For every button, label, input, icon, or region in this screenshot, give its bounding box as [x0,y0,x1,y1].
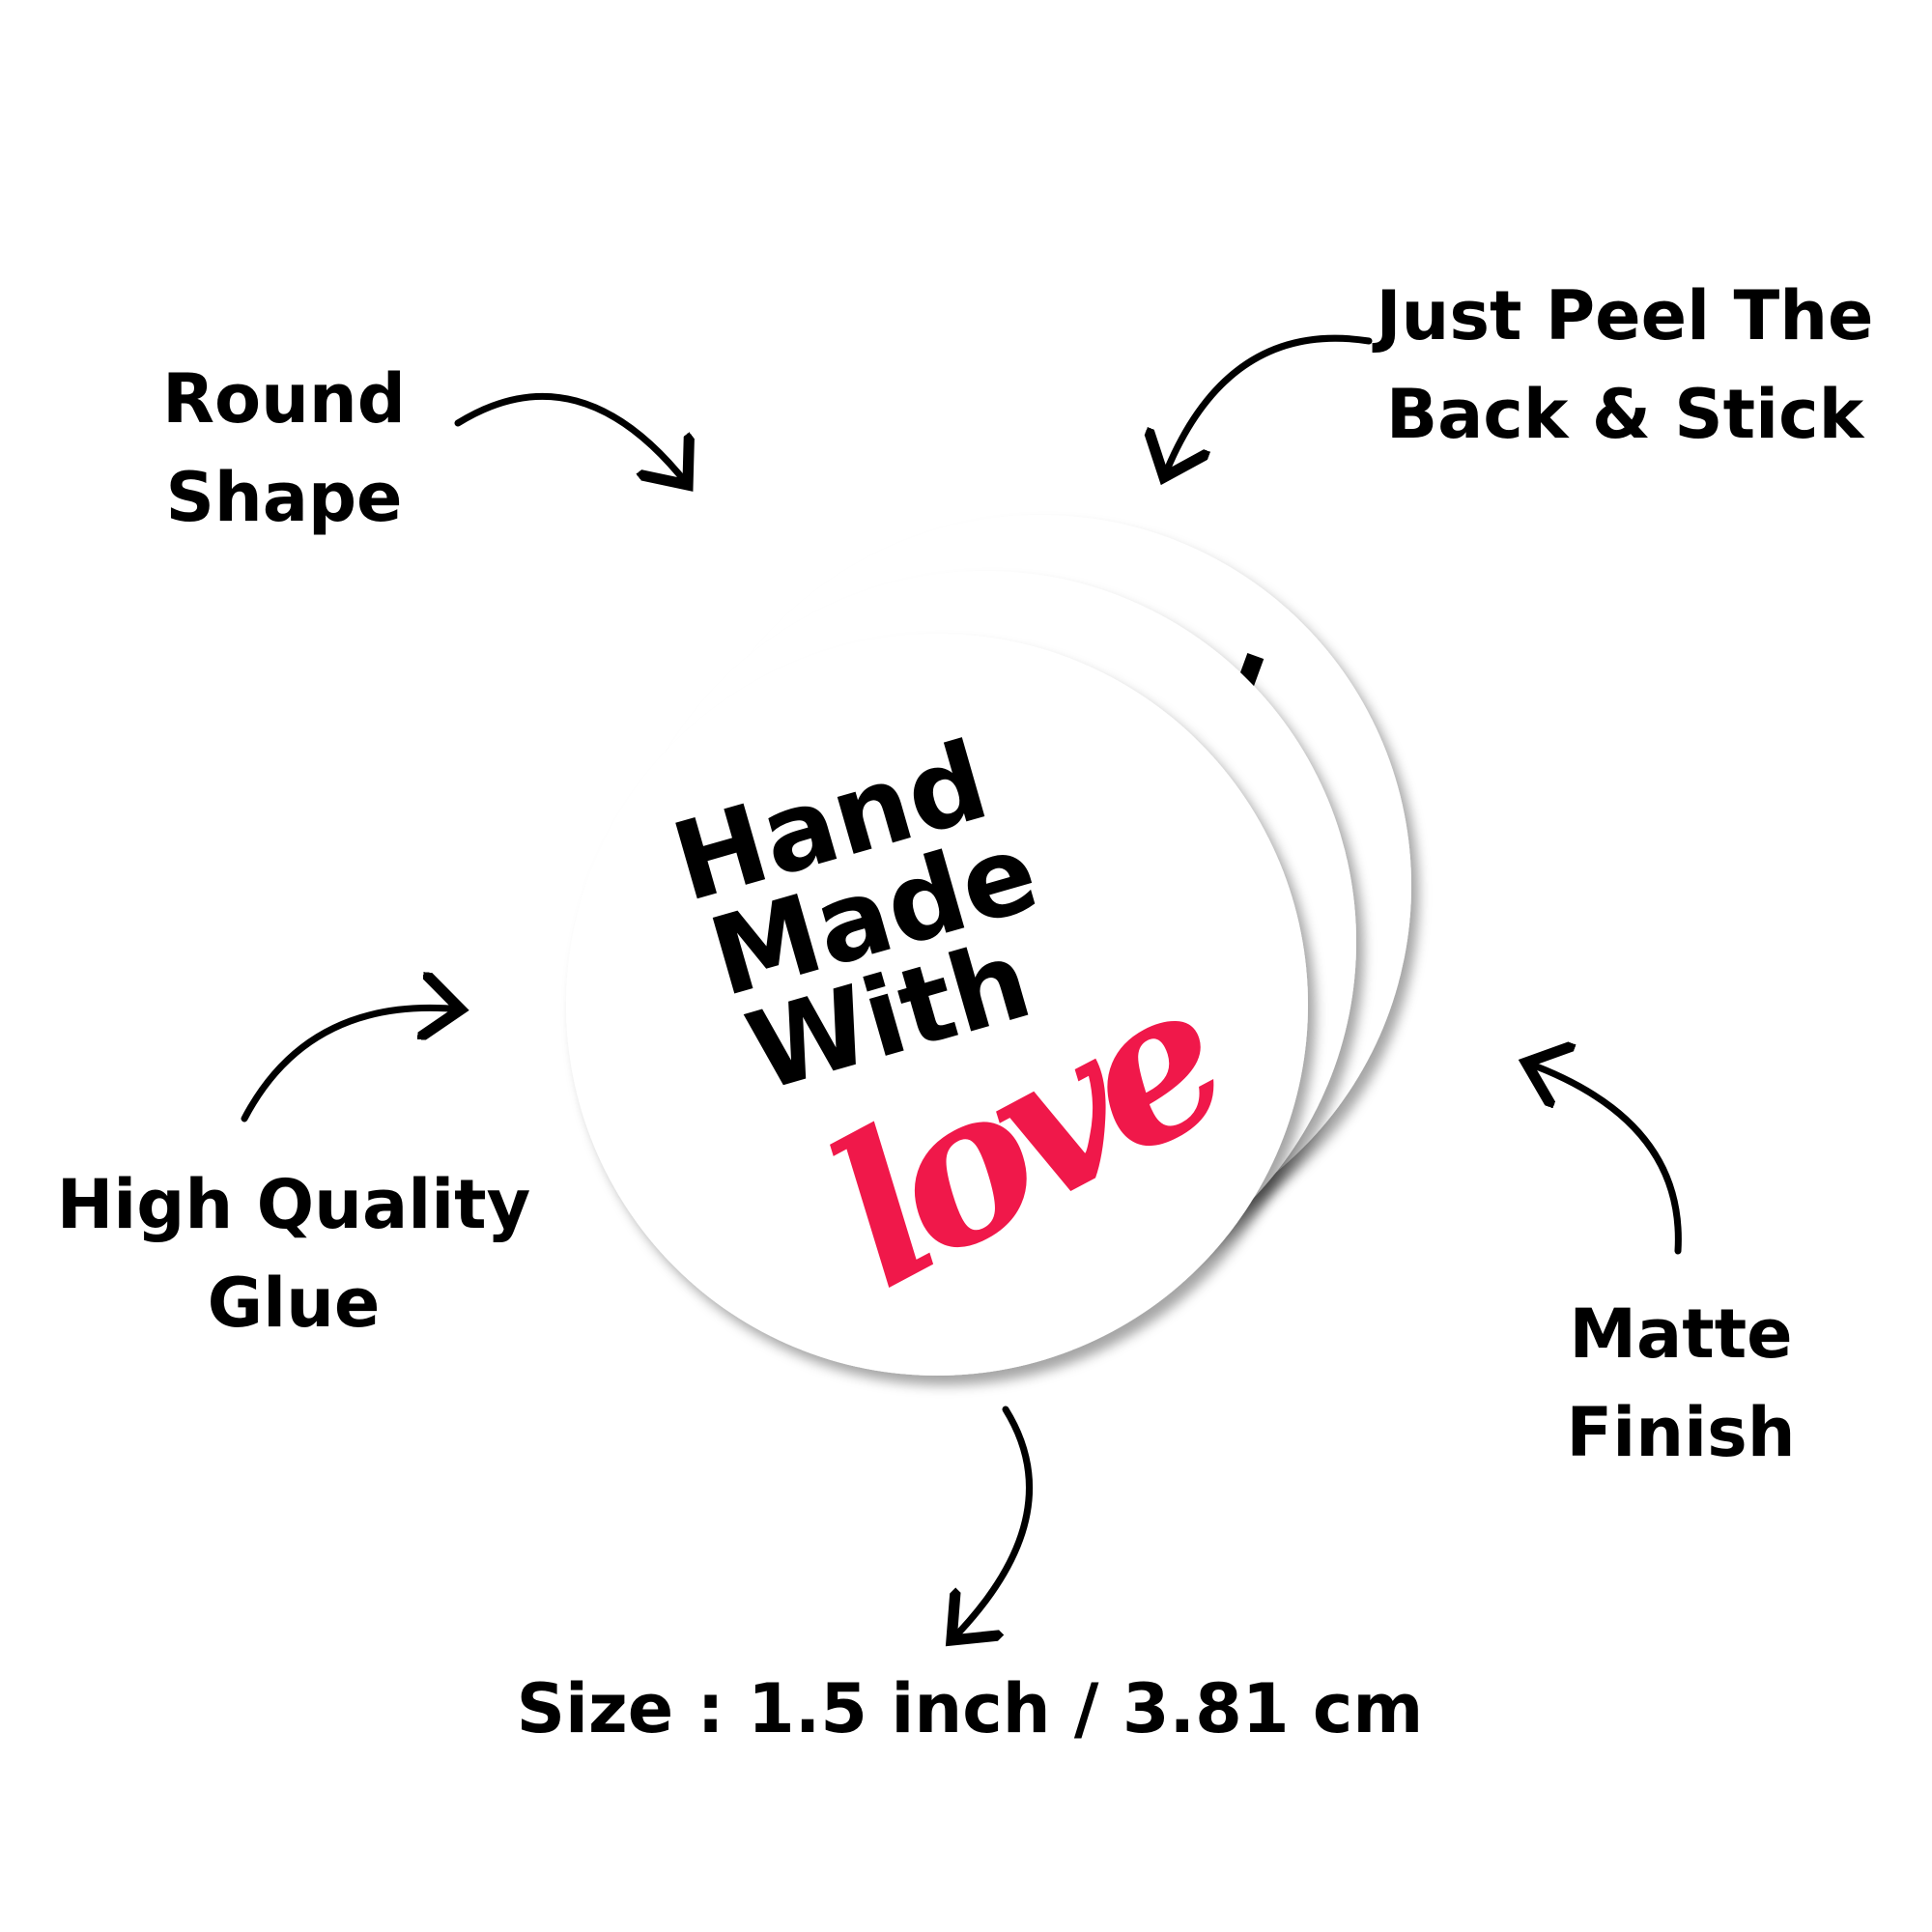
feature-text: Just Peel The [1376,276,1874,355]
feature-peel-stick: Just Peel The Back & Stick [1376,267,1873,464]
feature-text: Glue [207,1264,381,1343]
arrow-peel-stick-icon [1164,334,1373,477]
feature-text: Shape [165,458,403,537]
sticker-front [566,634,1308,1376]
feature-text: Matte [1569,1294,1793,1374]
arrow-round-shape-icon [454,392,688,485]
arrow-size-icon [952,1406,1034,1640]
feature-glue: High Quality Glue [57,1155,531,1352]
arrow-finish-icon [1526,1063,1682,1255]
feature-finish: Matte Finish [1566,1285,1795,1482]
feature-text: Finish [1566,1393,1796,1472]
feature-text: High Quality [56,1165,531,1244]
arrow-glue-icon [241,1008,461,1122]
feature-text: Back & Stick [1385,375,1864,454]
feature-text: Round [162,359,406,439]
feature-size: Size : 1.5 inch / 3.81 cm [516,1669,1424,1748]
feature-round-shape: Round Shape [162,350,406,547]
